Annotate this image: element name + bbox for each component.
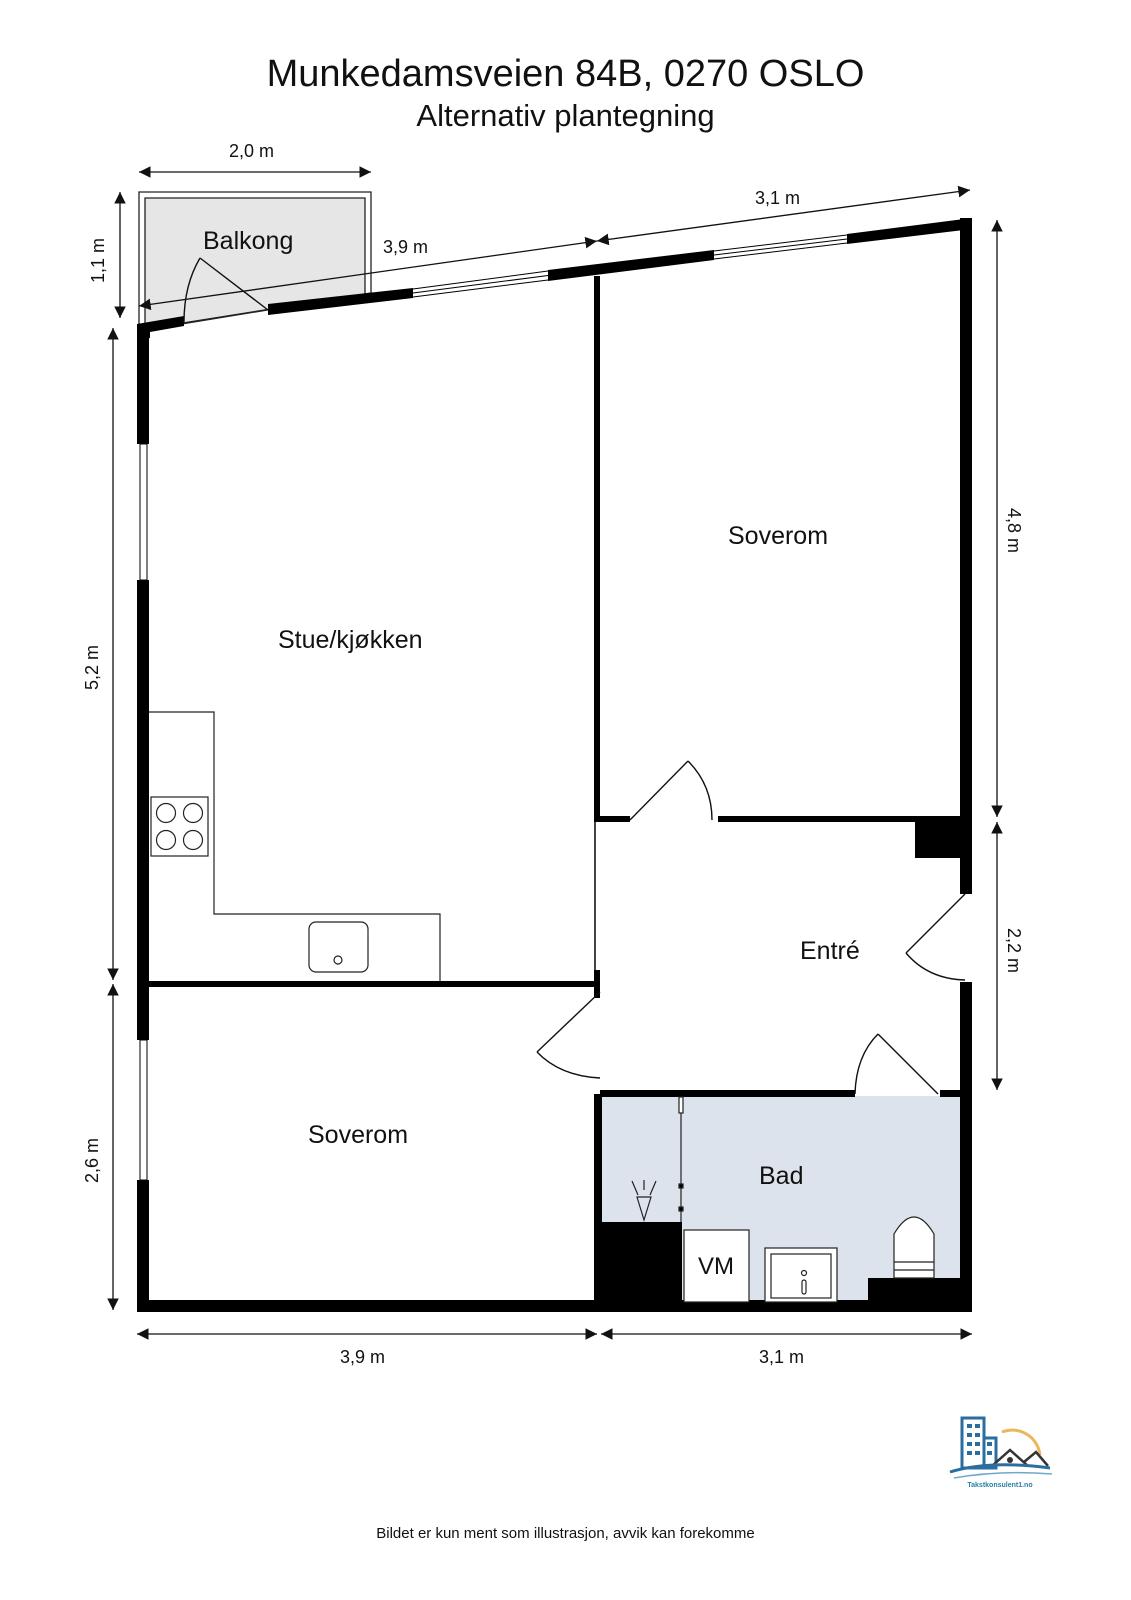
dimension-lines <box>107 166 1003 1340</box>
room-label-bedroom-bottom: Soverom <box>308 1121 408 1149</box>
company-logo: Takstkonsulent1.no <box>940 1410 1060 1500</box>
dim-left-lower: 2,6 m <box>82 1138 102 1183</box>
dim-balcony-depth: 1,1 m <box>88 238 108 283</box>
dim-right-lower: 2,2 m <box>1004 928 1024 973</box>
dim-balcony-width: 2,0 m <box>229 141 274 161</box>
balcony <box>138 191 372 332</box>
bathroom-fixtures <box>631 1096 935 1303</box>
dim-right-upper: 4,8 m <box>1004 508 1024 553</box>
building-house-icon <box>949 1416 1053 1479</box>
room-label-entry: Entré <box>800 937 860 965</box>
room-label-bathroom: Bad <box>759 1162 803 1190</box>
logo-text: Takstkonsulent1.no <box>967 1482 1033 1489</box>
washer-label: VM <box>698 1253 734 1280</box>
dim-top-right: 3,1 m <box>755 188 800 208</box>
doors <box>183 257 966 1095</box>
disclaimer: Bildet er kun ment som illustrasjon, avv… <box>376 1525 755 1542</box>
page-title: Munkedamsveien 84B, 0270 OSLO <box>266 53 865 95</box>
dim-bottom-right: 3,1 m <box>759 1347 804 1367</box>
room-label-living-kitchen: Stue/kjøkken <box>278 626 423 654</box>
kitchen <box>149 711 441 981</box>
interior-walls <box>149 276 972 1306</box>
page-subtitle: Alternativ plantegning <box>416 98 715 133</box>
room-label-balcony: Balkong <box>203 227 293 255</box>
room-label-bedroom-top: Soverom <box>728 522 828 550</box>
dim-left-upper: 5,2 m <box>82 645 102 690</box>
dim-bottom-left: 3,9 m <box>340 1347 385 1367</box>
dim-top-left: 3,9 m <box>383 237 428 257</box>
